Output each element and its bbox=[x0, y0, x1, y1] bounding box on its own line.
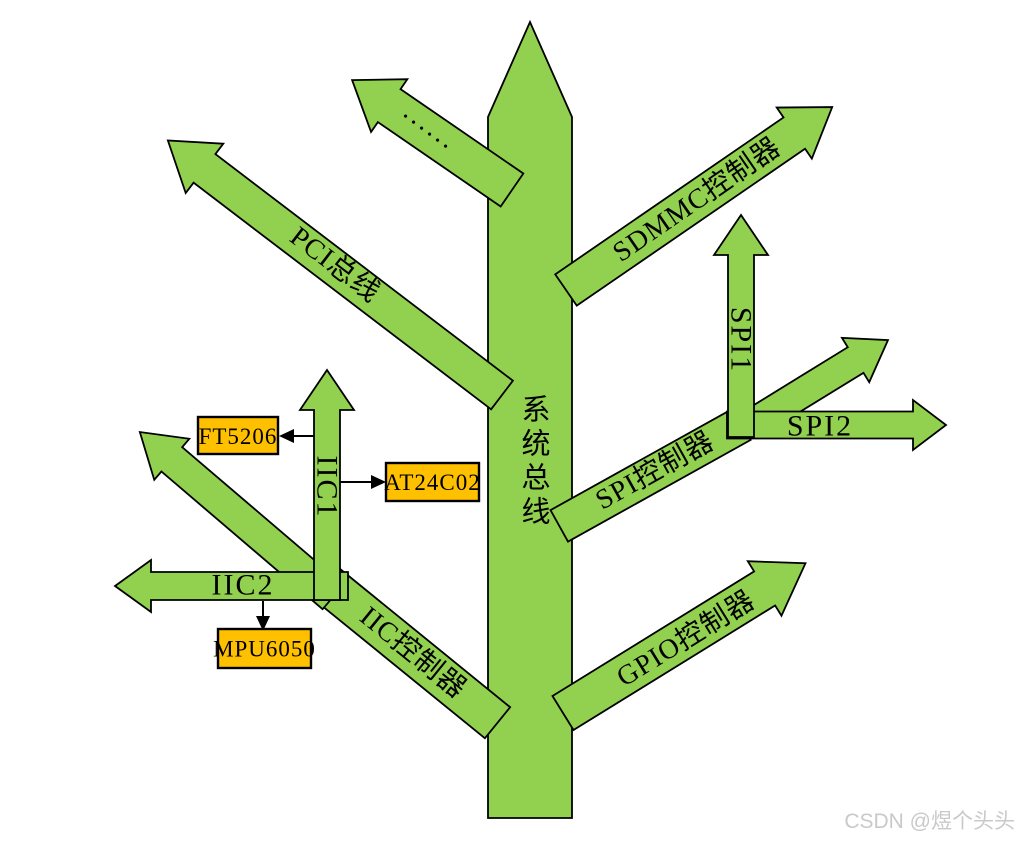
iic-controller-label: IIC控制器 bbox=[354, 600, 473, 705]
dots-branch-arrow bbox=[350, 78, 525, 208]
gpio-controller-label: GPIO控制器 bbox=[611, 584, 761, 693]
iic1-label: IIC1 bbox=[311, 456, 344, 519]
at24c02-label: AT24C02 bbox=[384, 470, 480, 495]
spi2-arrow bbox=[726, 398, 948, 452]
pci-bus-arrow bbox=[166, 139, 515, 411]
spi-controller-branch bbox=[549, 407, 752, 543]
ft5206-label: FT5206 bbox=[199, 424, 278, 449]
spi-controller-label: SPI控制器 bbox=[590, 425, 720, 516]
mpu6050-chip: MPU6050 bbox=[213, 627, 316, 670]
at24c02-connector bbox=[340, 475, 386, 489]
at24c02-arrowhead-icon bbox=[371, 475, 386, 489]
spi1-arrow bbox=[712, 213, 770, 438]
watermark-text: CSDN @煜个头头 bbox=[844, 810, 1015, 833]
system-bus-label: 系统总线 bbox=[517, 394, 549, 530]
spi2-label: SPI2 bbox=[787, 410, 853, 443]
mpu6050-connector bbox=[256, 601, 270, 631]
pci-bus-label: PCI总线 bbox=[284, 220, 387, 309]
mpu6050-arrowhead-icon bbox=[256, 616, 270, 631]
iic1-arrow bbox=[298, 368, 356, 601]
spi1-label: SPI1 bbox=[725, 307, 758, 373]
ft5206-box bbox=[196, 415, 280, 456]
at24c02-box bbox=[384, 461, 481, 503]
system-bus-trunk bbox=[487, 19, 573, 819]
ft5206-arrowhead-icon bbox=[279, 429, 294, 443]
ft5206-chip: FT5206 bbox=[196, 415, 280, 456]
mpu6050-label: MPU6050 bbox=[213, 637, 316, 662]
mpu6050-box bbox=[216, 627, 313, 670]
at24c02-chip: AT24C02 bbox=[384, 461, 481, 503]
iic2-label: IIC2 bbox=[212, 569, 275, 602]
ft5206-connector bbox=[279, 429, 314, 443]
gpio-controller-arrow bbox=[551, 560, 807, 732]
sdmmc-controller-arrow bbox=[553, 106, 834, 307]
